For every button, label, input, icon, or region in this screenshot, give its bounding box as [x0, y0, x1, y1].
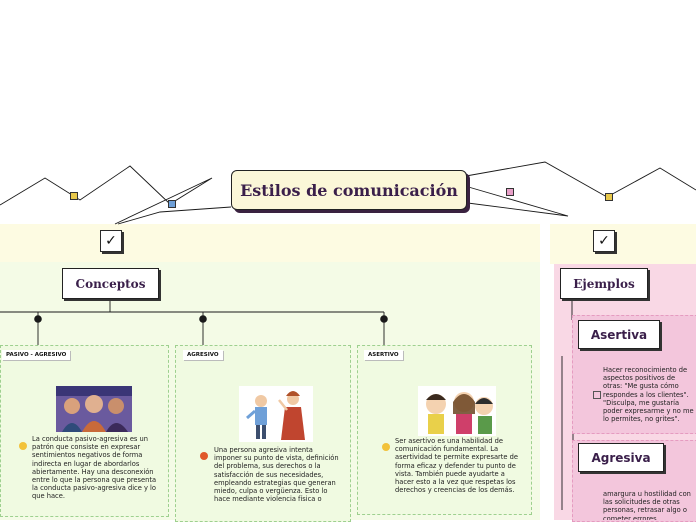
example-text: Hacer reconocimiento de aspectos positiv… [603, 366, 696, 424]
main-title[interactable]: Estilos de comunicación [231, 170, 467, 210]
asertivo-illustration [418, 386, 496, 436]
concept-text: Una persona agresiva intenta imponer su … [214, 446, 342, 520]
connector-square-icon [70, 192, 78, 200]
examples-check-icon[interactable]: ✓ [593, 230, 615, 252]
example-title[interactable]: Agresiva [578, 443, 664, 472]
example-marker-icon [593, 391, 601, 399]
concept-text: Ser asertivo es una habilidad de comunic… [395, 437, 523, 494]
connector-square-icon [605, 193, 613, 201]
angry-face-icon [200, 452, 208, 460]
concepts-check-icon[interactable]: ✓ [100, 230, 122, 252]
topic-ejemplos[interactable]: Ejemplos [560, 268, 648, 299]
calm-face-icon [382, 443, 390, 451]
concept-tag[interactable]: PASIVO - AGRESIVO [2, 350, 70, 360]
concept-tag[interactable]: ASERTIVO [364, 350, 403, 360]
pasivo-agresivo-illustration [56, 386, 132, 432]
example-text: amargura u hostilidad con las solicitude… [603, 490, 696, 520]
connector-square-icon [168, 200, 176, 208]
connector-square-icon [506, 188, 514, 196]
agresivo-illustration [239, 386, 313, 442]
smile-face-icon [19, 442, 27, 450]
concept-text: La conducta pasivo-agresiva es un patrón… [32, 435, 160, 501]
concept-tag[interactable]: AGRESIVO [183, 350, 223, 360]
topic-conceptos[interactable]: Conceptos [62, 268, 159, 299]
example-title[interactable]: Asertiva [578, 320, 660, 349]
